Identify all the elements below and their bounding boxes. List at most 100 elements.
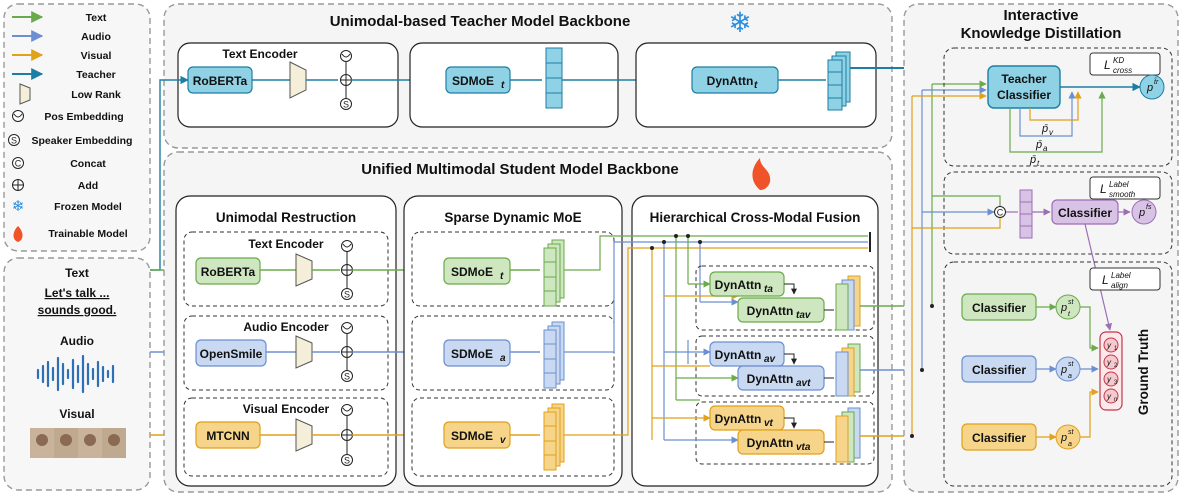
gt-yn: y <box>1106 392 1112 401</box>
loss-smooth-box <box>1089 176 1161 200</box>
dynattn-ta-sub: ta <box>764 284 773 295</box>
student-sdmoe-v-label: SDMoE <box>451 429 493 443</box>
loss-align-base: L <box>1102 273 1109 287</box>
legend-trainable-model: Trainable Model <box>48 228 127 240</box>
loss-smooth-base: L <box>1100 182 1107 196</box>
legend-audio: Audio <box>81 31 111 43</box>
gt-y3-sub: 3 <box>1114 380 1118 386</box>
fusion-stack-2 <box>835 343 861 397</box>
student-opensmile-box[interactable] <box>195 339 267 367</box>
teacher-dynattn-label: DynAttn <box>707 74 754 88</box>
pv-sub: v <box>1049 128 1054 137</box>
pt-bar: p̄ <box>1029 154 1036 166</box>
unimodal-title: Unimodal Restruction <box>216 210 356 225</box>
moe-title: Sparse Dynamic MoE <box>444 210 581 225</box>
student-sdmoe-a-sub: a <box>500 353 506 364</box>
legend-pos-embedding: Pos Embedding <box>44 111 123 123</box>
legend-teacher: Teacher <box>76 69 116 81</box>
fusion-stack-3 <box>835 407 861 463</box>
student-audio-feature-stack <box>543 321 565 389</box>
gt-y1-sub: 1 <box>1114 346 1118 352</box>
p-v-st-sub: a <box>1068 441 1072 448</box>
p-fs-sup: fs <box>1146 204 1152 211</box>
teacher-feature-stack-2 <box>827 51 851 111</box>
fusion-title: Hierarchical Cross-Modal Fusion <box>650 210 861 225</box>
student-roberta-label: RoBERTa <box>201 265 256 279</box>
loss-kd-box <box>1089 52 1161 76</box>
student-text-feature-stack <box>543 239 565 307</box>
student-sdmoe-t-sub: t <box>500 271 504 282</box>
loss-smooth-sup: Label <box>1109 180 1129 189</box>
kd-title-line2: Knowledge Distillation <box>961 25 1122 42</box>
legend-speaker-embedding: Speaker Embedding <box>32 135 133 147</box>
dynattn-avt-label: DynAttn <box>747 372 794 386</box>
speaker-embedding-icon <box>8 134 20 146</box>
flame-icon <box>13 226 23 242</box>
student-sdmoe-a-box[interactable] <box>443 339 511 367</box>
teacher-feature-stack-1 <box>545 47 563 109</box>
dynattn-ta-label: DynAttn <box>715 278 762 292</box>
input-text-label: Text <box>65 266 89 280</box>
audio-classifier-label: Classifier <box>972 363 1026 377</box>
concat-icon <box>12 157 24 169</box>
ground-truth-label: Ground Truth <box>1136 329 1151 415</box>
input-panel: Text Let's talk ... sounds good. Audio V… <box>3 257 151 491</box>
teacher-title: Unimodal-based Teacher Model Backbone <box>330 13 631 30</box>
student-sdmoe-t-box[interactable] <box>443 257 511 285</box>
video-frames-image <box>30 428 126 458</box>
fusion-stack-1 <box>835 275 861 331</box>
student-sdmoe-a-label: SDMoE <box>451 347 493 361</box>
teacher-add-icon <box>340 74 352 86</box>
kd-title-line1: Interactive <box>1003 7 1078 24</box>
legend-concat: Concat <box>70 158 106 170</box>
legend-low-rank: Low Rank <box>71 89 121 101</box>
p-t-st-sup: st <box>1068 299 1075 306</box>
student-roberta-box[interactable] <box>195 257 261 285</box>
student-text-encoder-title: Text Encoder <box>248 237 323 251</box>
kd-panel: Interactive Knowledge Distillation L KD … <box>903 3 1179 493</box>
dynattn-av-sub: av <box>764 354 777 365</box>
input-text-line2: sounds good. <box>38 303 117 317</box>
p-tr-base: p <box>1146 82 1153 94</box>
gt-y2-sub: 2 <box>1114 363 1118 369</box>
p-a-st-base: p <box>1060 364 1067 376</box>
teacher-classifier-line2: Classifier <box>997 88 1051 102</box>
p-tr-sup: t̂r <box>1154 78 1159 86</box>
p-a-st-sub: a <box>1068 373 1072 380</box>
student-visual-encoder-title: Visual Encoder <box>243 402 330 416</box>
legend-panel: Text Audio Visual Teacher Low Rank Pos E… <box>3 3 151 252</box>
student-backbone: Unified Multimodal Student Model Backbon… <box>163 151 893 493</box>
input-text-line1: Let's talk ... <box>45 286 110 300</box>
add-icon <box>12 179 24 191</box>
dynattn-vt-sub: vt <box>764 418 774 429</box>
dynattn-av-label: DynAttn <box>715 348 762 362</box>
legend-text: Text <box>86 12 107 24</box>
teacher-roberta-label: RoBERTa <box>193 74 248 88</box>
teacher-speaker-icon <box>340 98 352 110</box>
p-tr-node <box>1139 74 1165 100</box>
dynattn-avt-sub: avt <box>796 378 811 389</box>
p-v-st-sup: st <box>1068 429 1075 436</box>
teacher-sdmoe-label: SDMoE <box>452 74 494 88</box>
pos-embedding-icon <box>12 110 24 122</box>
teacher-text-encoder-title: Text Encoder <box>222 47 297 61</box>
loss-kd-sub: cross <box>1113 66 1132 75</box>
loss-smooth-sub: smooth <box>1109 190 1136 199</box>
teacher-classifier-line1: Teacher <box>1001 72 1046 86</box>
dynattn-vta-sub: vta <box>796 442 811 453</box>
legend-visual: Visual <box>81 50 112 62</box>
teacher-dynattn-sub: t <box>754 80 758 91</box>
dynattn-vt-label: DynAttn <box>715 412 762 426</box>
frozen-snowflake-icon: ❄ <box>728 7 751 38</box>
student-sdmoe-v-sub: v <box>500 435 507 446</box>
ground-truth-box <box>1099 331 1123 411</box>
dynattn-tav-label: DynAttn <box>747 304 794 318</box>
p-fs-base: p <box>1138 207 1145 219</box>
p-t-st-sub: t <box>1068 311 1071 318</box>
student-audio-encoder-title: Audio Encoder <box>243 320 329 334</box>
pt-sub: t <box>1037 159 1040 168</box>
visual-classifier-label: Classifier <box>972 431 1026 445</box>
loss-align-box <box>1089 267 1161 291</box>
waveform-icon <box>36 354 115 394</box>
